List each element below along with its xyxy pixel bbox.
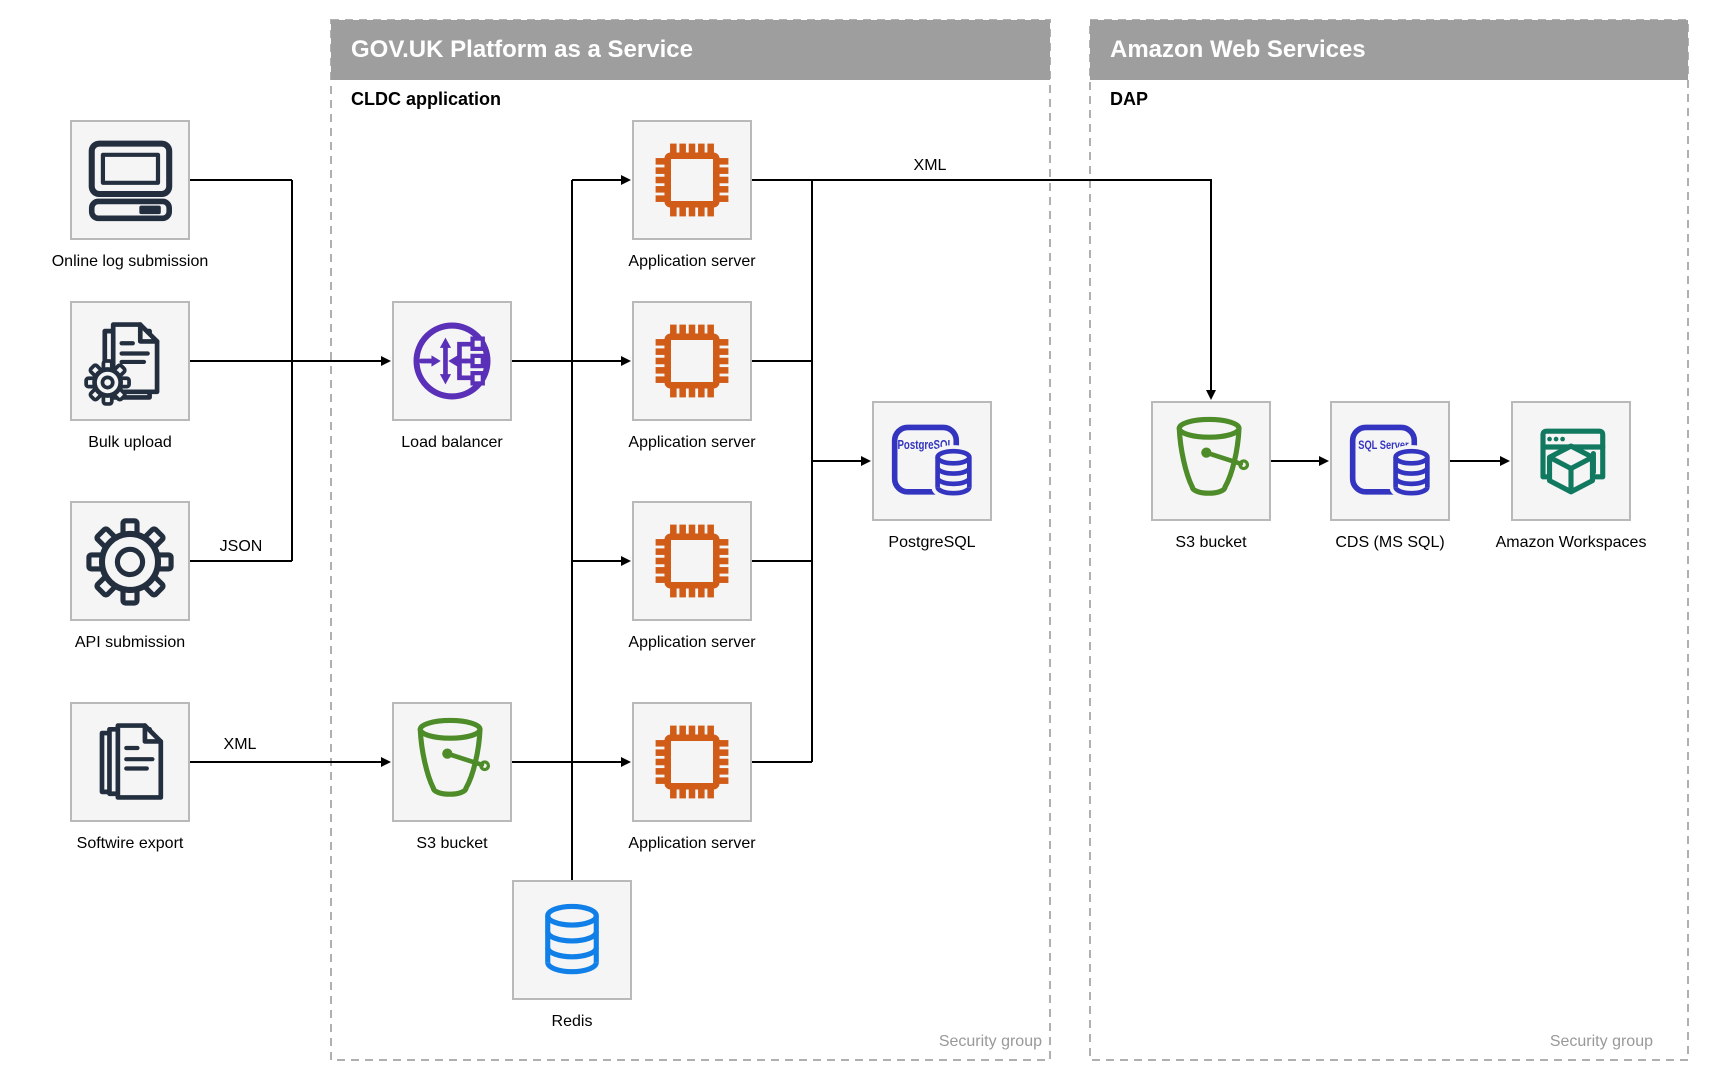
node-label-postgresql: PostgreSQL <box>888 534 976 551</box>
node-softwire-export <box>70 702 190 822</box>
node-label-workspaces: Amazon Workspaces <box>1495 534 1647 551</box>
node-s3-paas <box>392 702 512 822</box>
container-aws-header: Amazon Web Services <box>1090 20 1688 80</box>
node-label-softwire-export: Softwire export <box>76 835 184 852</box>
node-label-bulk-upload: Bulk upload <box>88 434 172 451</box>
edge-line <box>752 179 1216 400</box>
bucket-icon <box>1176 416 1250 496</box>
bucket-icon <box>417 717 491 797</box>
container-govuk-header: GOV.UK Platform as a Service <box>331 20 1050 80</box>
edge-label-xml-softwire: XML <box>224 736 257 753</box>
node-cds: SQL Server <box>1330 401 1450 521</box>
node-app-server-4 <box>632 702 752 822</box>
node-s3-aws <box>1151 401 1271 521</box>
chip-icon <box>655 143 729 217</box>
node-label-s3-aws: S3 bucket <box>1175 534 1247 551</box>
node-label-s3-paas: S3 bucket <box>416 835 488 852</box>
document-gear-icon <box>84 322 160 406</box>
container-aws-footer: Security group <box>1549 1033 1653 1050</box>
node-label-load-balancer: Load balancer <box>401 434 503 451</box>
node-api-submission <box>70 501 190 621</box>
node-app-server-1 <box>632 120 752 240</box>
documents-icon <box>99 723 164 800</box>
db-card-icon: SQL Server <box>1349 424 1434 500</box>
node-label-app-server-2: Application server <box>628 434 756 451</box>
node-online-log <box>70 120 190 240</box>
node-label-app-server-3: Application server <box>628 634 756 651</box>
desktop-computer-icon <box>88 140 173 222</box>
node-label-app-server-4: Application server <box>628 835 756 852</box>
container-govuk-footer: Security group <box>938 1033 1042 1050</box>
gear-hole <box>100 375 115 390</box>
gear-icon <box>86 518 174 606</box>
node-label-cds: CDS (MS SQL) <box>1335 534 1445 551</box>
node-postgresql: PostgreSQL <box>872 401 992 521</box>
gear-hole <box>114 546 146 578</box>
node-label-app-server-1: Application server <box>628 253 756 270</box>
chip-icon <box>655 324 729 398</box>
container-aws-title: Amazon Web Services <box>1110 36 1366 63</box>
node-label-redis: Redis <box>551 1013 593 1030</box>
node-bulk-upload <box>70 301 190 421</box>
node-redis <box>512 880 632 1000</box>
load-balancer-icon <box>413 322 491 400</box>
db-card-icon: PostgreSQL <box>891 424 976 500</box>
edge-label-json: JSON <box>220 538 263 555</box>
node-workspaces <box>1511 401 1631 521</box>
chip-icon <box>655 524 729 598</box>
node-app-server-3 <box>632 501 752 621</box>
container-govuk-title: GOV.UK Platform as a Service <box>351 36 693 63</box>
node-label-online-log: Online log submission <box>51 253 209 270</box>
container-aws-sublabel: DAP <box>1110 89 1149 109</box>
node-label-api-submission: API submission <box>74 634 186 651</box>
container-govuk-sublabel: CLDC application <box>351 89 502 109</box>
chip-icon <box>655 725 729 799</box>
db-cylinder-icon <box>545 903 599 975</box>
edge-label-xml-top: XML <box>914 157 947 174</box>
container-govuk-border <box>330 19 1051 1061</box>
node-load-balancer <box>392 301 512 421</box>
workspaces-icon <box>1540 428 1606 495</box>
node-app-server-2 <box>632 301 752 421</box>
